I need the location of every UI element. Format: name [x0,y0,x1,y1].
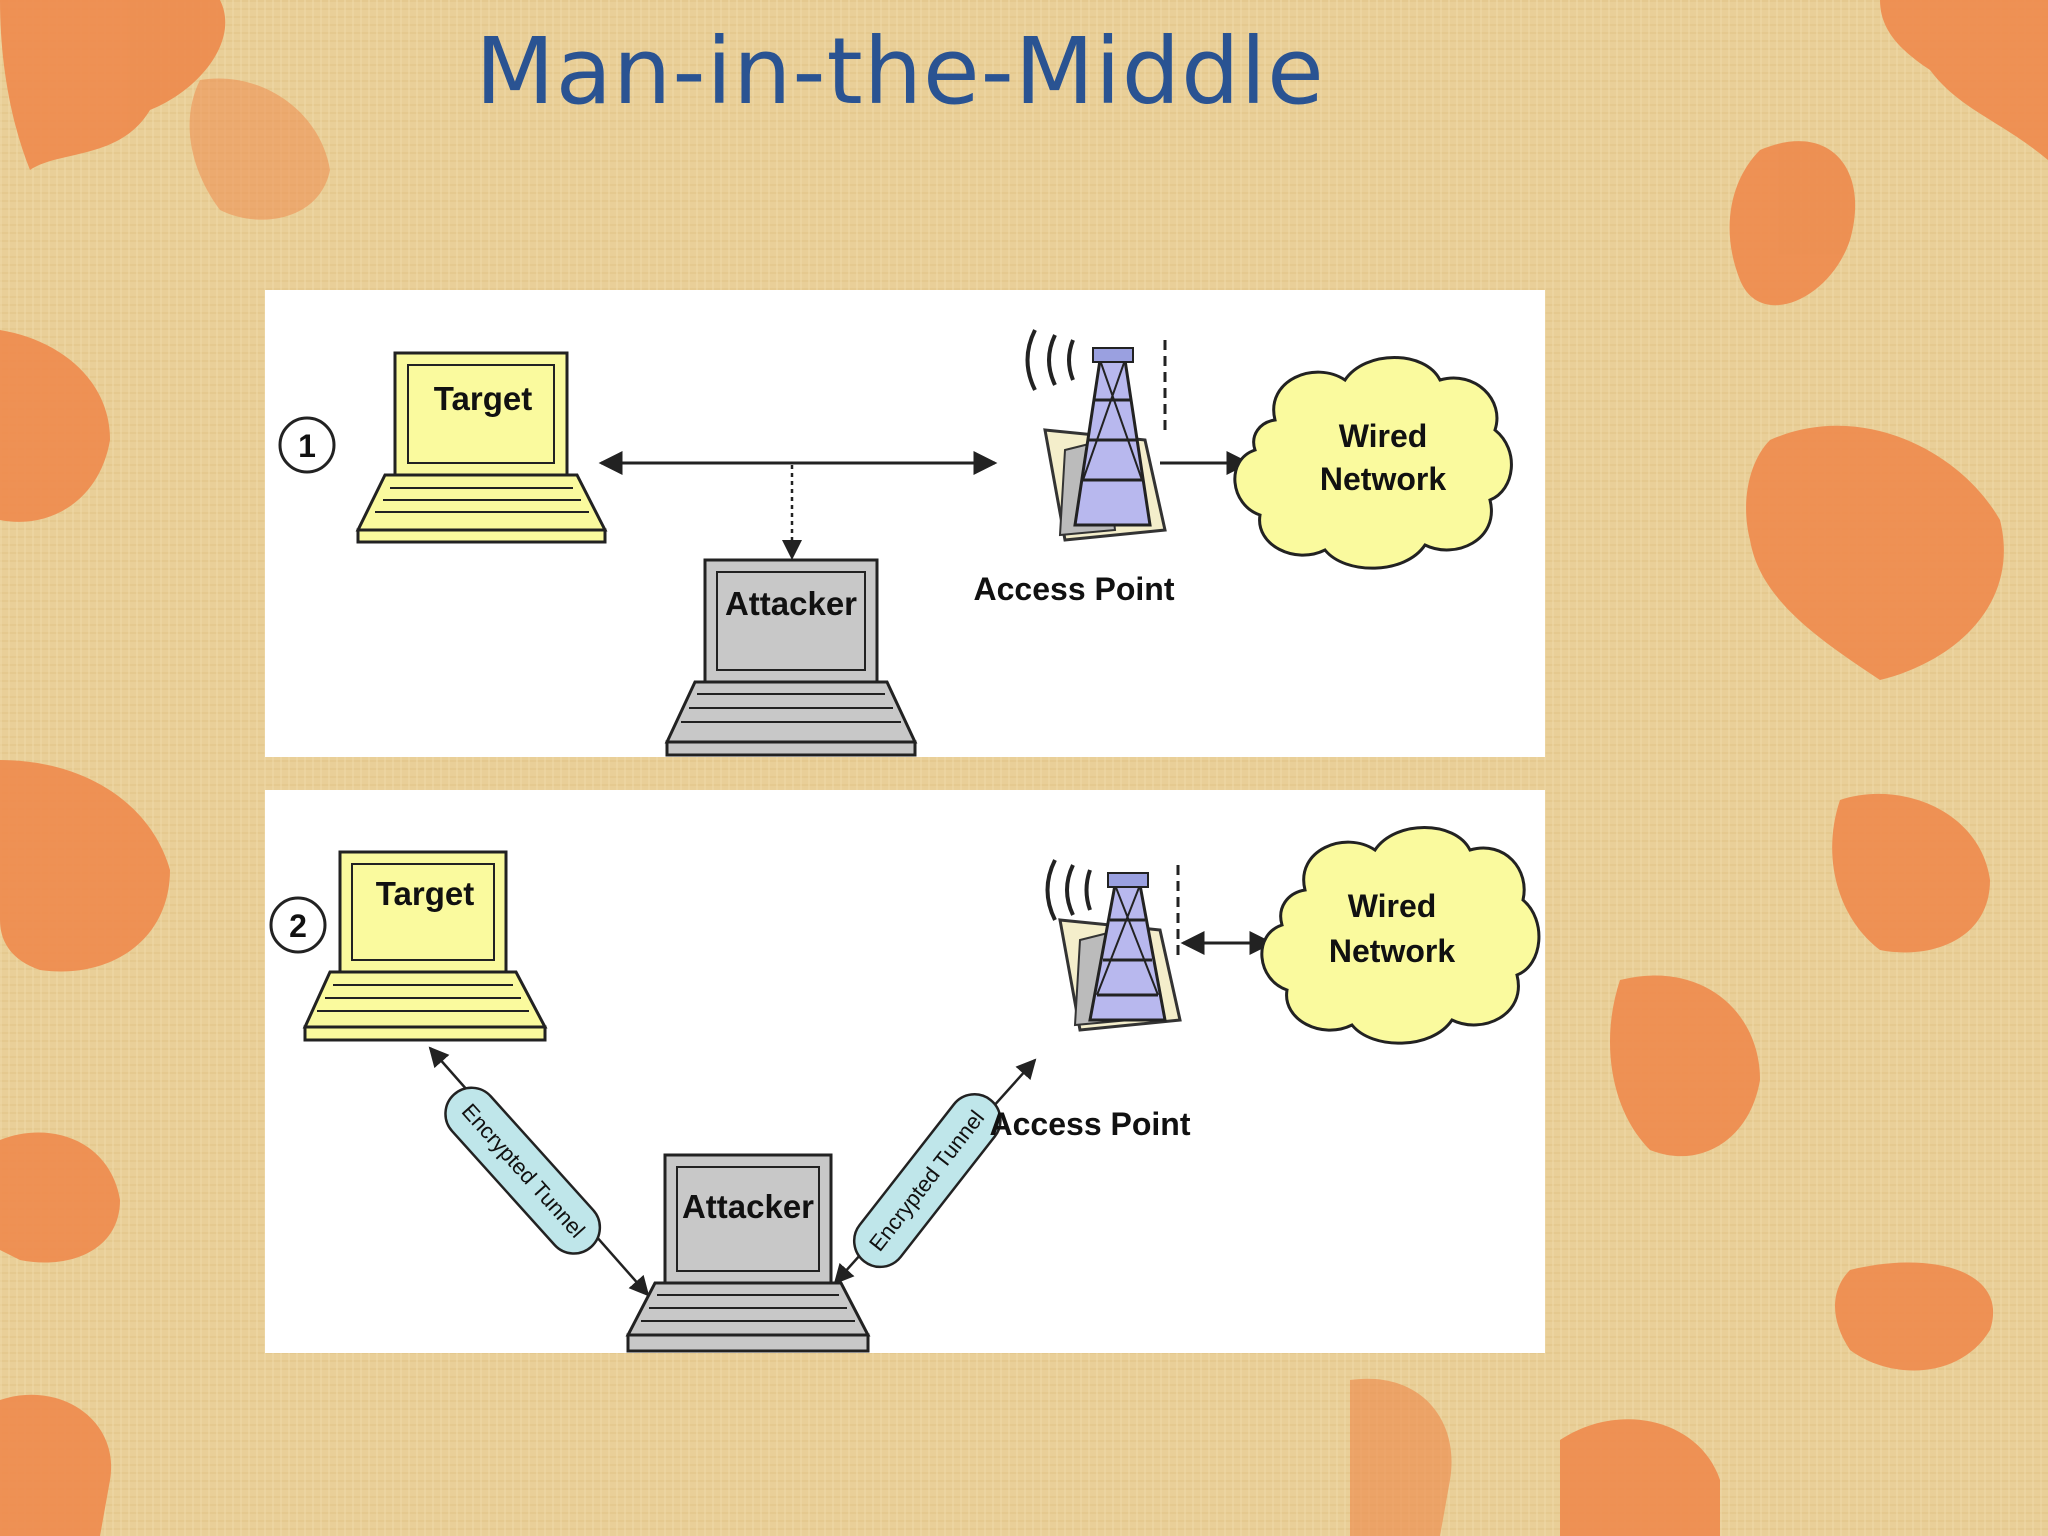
step-number: 1 [298,428,316,464]
wired-network-cloud: Wired Network [1260,826,1541,1045]
cloud-label-line2: Network [1320,461,1446,497]
wired-network-cloud: Wired Network [1233,356,1513,570]
step-number: 2 [289,908,307,944]
target-laptop: Target [355,351,608,544]
tunnel-label: Encrypted Tunnel [457,1099,590,1243]
slide-title: Man-in-the-Middle [475,18,1325,125]
access-point-tower-icon [1025,329,1167,542]
cloud-label-line1: Wired [1348,888,1437,924]
target-label: Target [434,380,532,417]
attacker-laptop: Attacker [664,558,918,757]
cloud-label-line2: Network [1329,933,1455,969]
diagram-panel-2: 2 Target Attacker Encrypt [265,790,1545,1353]
access-point-label: Access Point [990,1106,1191,1142]
step-2-badge: 2 [269,896,327,954]
access-point-label: Access Point [974,571,1175,607]
attacker-laptop: Attacker [625,1153,871,1353]
cloud-label-line1: Wired [1339,418,1428,454]
target-laptop: Target [302,850,548,1042]
access-point-tower-icon [1045,859,1182,1032]
step-1-badge: 1 [278,416,336,474]
attacker-label: Attacker [682,1188,814,1225]
attacker-label: Attacker [725,585,857,622]
tunnel-label: Encrypted Tunnel [864,1106,989,1256]
encrypted-tunnel-left: Encrypted Tunnel [428,1046,650,1297]
diagram-panel-1: 1 Target Attacker [265,290,1545,757]
encrypted-tunnel-right: Encrypted Tunnel [833,1058,1037,1285]
target-label: Target [376,875,474,912]
